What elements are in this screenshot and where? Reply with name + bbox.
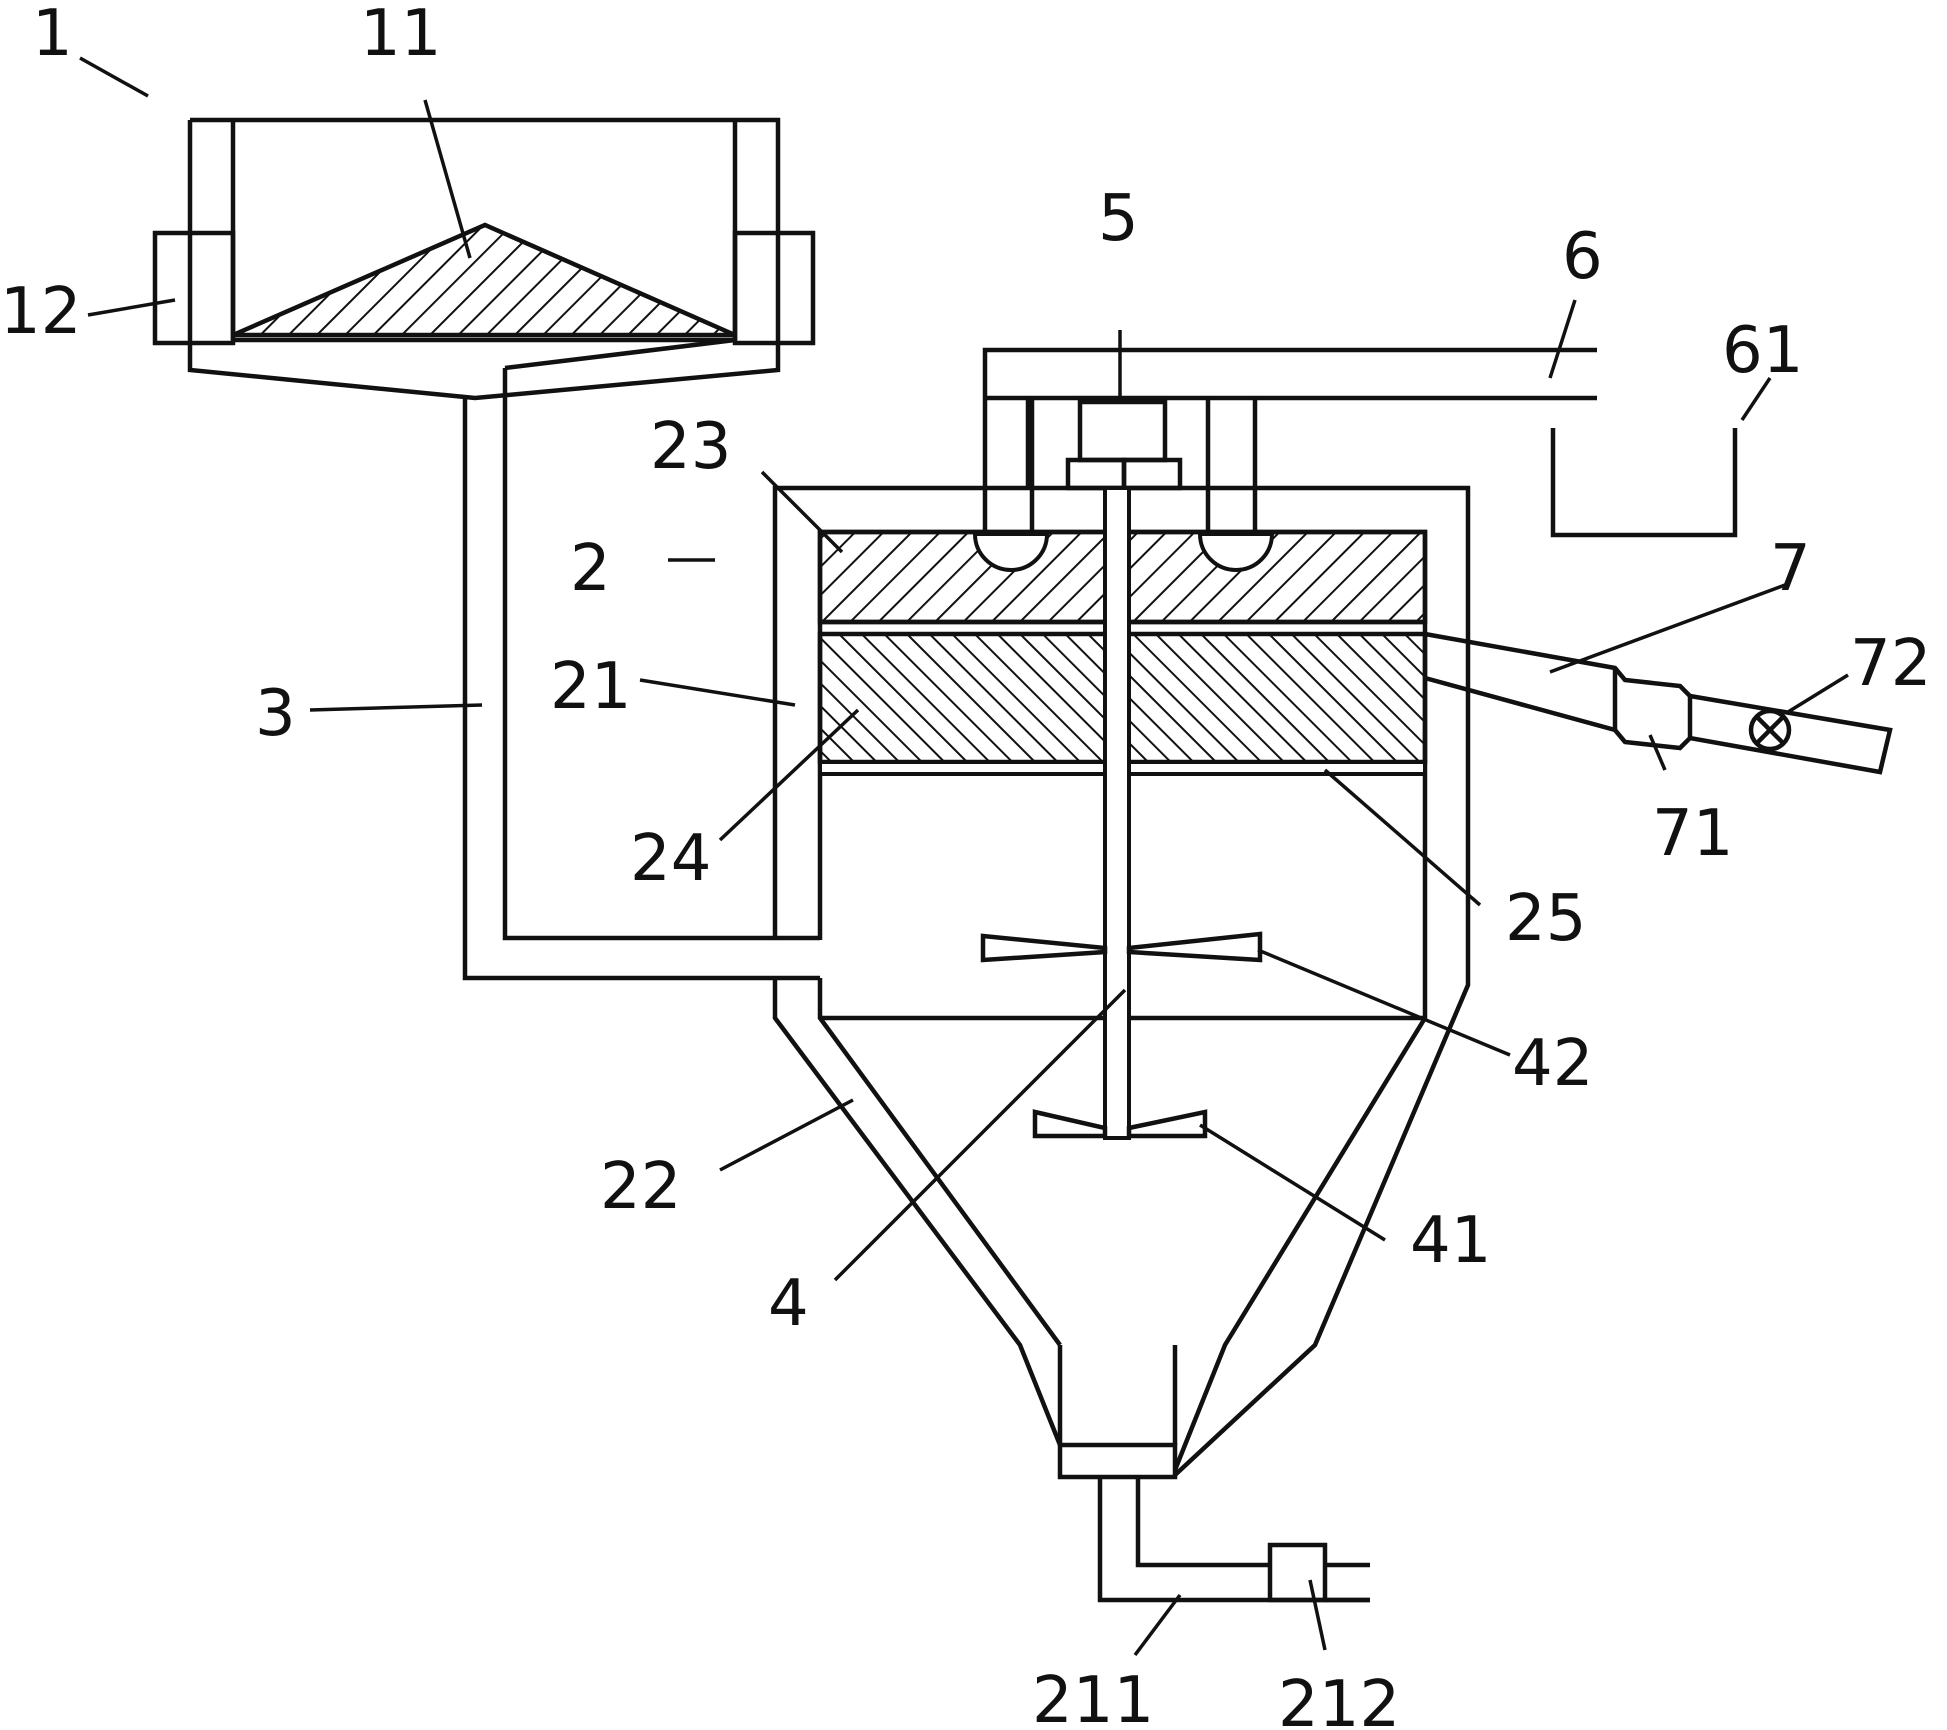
label-5: 5 [1098,182,1139,256]
valve-icon [1748,708,1792,752]
leader-lines [79,56,1849,1657]
outlet-bowl-left [972,532,1050,572]
label-72: 72 [1850,627,1931,701]
hopper-flange-left [152,230,236,346]
hopper [152,117,816,401]
lower-blade [1032,1109,1108,1139]
bottom-nozzle [1057,1442,1178,1480]
label-71: 71 [1652,797,1733,871]
label-212: 212 [1278,1668,1400,1730]
label-22: 22 [600,1150,681,1224]
label-11: 11 [360,0,441,71]
drain-pipe [1097,1477,1370,1603]
stirrer [980,486,1263,1140]
motor-base-left [1065,457,1127,491]
side-outlet-pipe [1424,631,1893,775]
outlet-bowl-right [1197,532,1275,572]
motor [1065,399,1183,491]
label-4: 4 [768,1267,809,1341]
label-41: 41 [1410,1204,1491,1278]
label-21: 21 [550,650,631,724]
label-42: 42 [1512,1027,1593,1101]
label-3: 3 [255,677,296,751]
feed-pipe [462,368,820,981]
conical-deflector [232,222,736,338]
hopper-flange-right [732,230,816,346]
motor-base-right [1121,457,1183,491]
label-25: 25 [1505,882,1586,956]
label-1: 1 [32,0,73,71]
label-12: 12 [0,275,81,349]
label-211: 211 [1032,1664,1154,1730]
top-pipe [982,347,1597,532]
stirrer-shaft [1103,486,1131,1140]
motor-body [1077,399,1168,463]
label-24: 24 [630,822,711,896]
label-23: 23 [650,410,731,484]
label-6: 6 [1562,220,1603,294]
drain-valve [1267,1542,1328,1603]
collection-tray [1550,428,1738,538]
label-2: 2 [570,532,611,606]
label-7: 7 [1770,532,1811,606]
label-61: 61 [1722,314,1803,388]
upper-blade [980,933,1108,963]
